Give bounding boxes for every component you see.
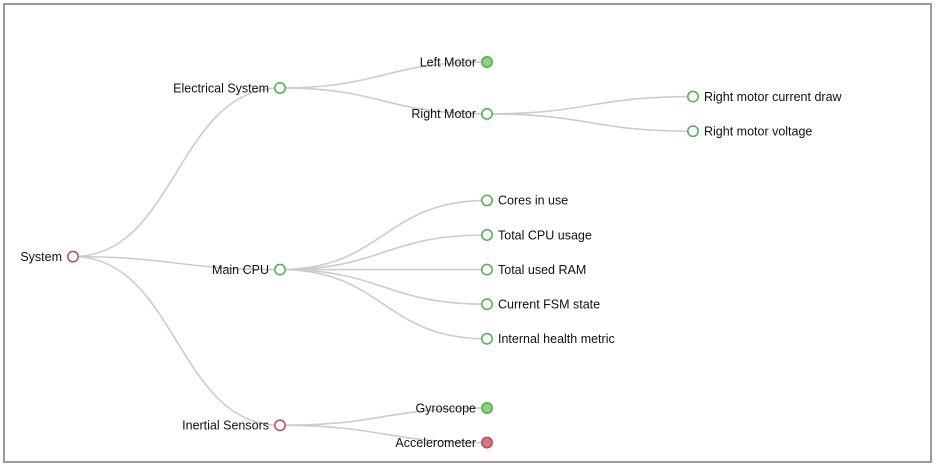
tree-links [72, 61, 694, 444]
tree-link-cores-in-use [279, 199, 488, 271]
tree-link-accelerometer [279, 424, 488, 444]
tree-node-right-motor[interactable]: Right Motor [411, 107, 493, 121]
tree-link-right-motor [279, 87, 488, 115]
tree-node-label: Right motor voltage [704, 125, 812, 139]
tree-node-gyroscope[interactable]: Gyroscope [416, 401, 493, 415]
tree-link-inertial-sensors [72, 255, 281, 427]
tree-node-label: Inertial Sensors [182, 419, 269, 433]
tree-node-label: Internal health metric [498, 332, 615, 346]
tree-link-gyroscope [279, 407, 488, 427]
ok-status-node-icon[interactable] [481, 263, 493, 276]
tree-link-current-fsm-state [279, 268, 488, 305]
tree-node-main-cpu[interactable]: Main CPU [212, 263, 286, 277]
tree-node-label: System [20, 250, 62, 264]
tree-link-right-motor-current-draw [486, 95, 694, 115]
error-status-node-icon[interactable] [274, 419, 286, 432]
tree-node-system[interactable]: System [20, 250, 79, 264]
ok-status-node-icon[interactable] [687, 90, 699, 103]
ok-status-node-icon[interactable] [274, 82, 286, 94]
tree-node-electrical-system[interactable]: Electrical System [173, 81, 286, 95]
tree-node-internal-health-metric[interactable]: Internal health metric [481, 332, 615, 346]
tree-node-total-used-ram[interactable]: Total used RAM [481, 263, 586, 277]
ok-status-node-icon[interactable] [481, 298, 493, 311]
tree-link-electrical-system [72, 87, 281, 258]
tree-link-internal-health-metric [279, 268, 488, 340]
ok-status-node-icon[interactable] [481, 402, 493, 414]
tree-node-left-motor[interactable]: Left Motor [420, 55, 493, 69]
ok-status-node-icon[interactable] [274, 263, 286, 276]
tree-node-label: Right Motor [411, 107, 476, 121]
ok-status-node-icon[interactable] [481, 194, 493, 207]
tree-link-total-cpu-usage [279, 234, 488, 271]
tree-link-left-motor [279, 61, 488, 89]
tree-node-label: Right motor current draw [704, 90, 843, 104]
tree-node-current-fsm-state[interactable]: Current FSM state [481, 298, 600, 312]
ok-status-node-icon[interactable] [687, 125, 699, 138]
tree-node-label: Cores in use [498, 194, 568, 208]
tree-node-total-cpu-usage[interactable]: Total CPU usage [481, 228, 592, 242]
tree-node-accelerometer[interactable]: Accelerometer [395, 436, 493, 450]
tree-link-right-motor-voltage [486, 113, 694, 132]
tree-node-label: Left Motor [420, 55, 476, 69]
tree-node-inertial-sensors[interactable]: Inertial Sensors [182, 419, 286, 433]
tree-node-label: Accelerometer [395, 436, 476, 450]
tree-link-main-cpu [72, 255, 281, 271]
tree-panel [3, 3, 932, 463]
tree-node-right-motor-voltage[interactable]: Right motor voltage [687, 125, 813, 139]
ok-status-node-icon[interactable] [481, 56, 493, 68]
tree-node-label: Current FSM state [498, 298, 600, 312]
tree-node-label: Gyroscope [416, 401, 476, 415]
tree-node-right-motor-current-draw[interactable]: Right motor current draw [687, 90, 843, 104]
ok-status-node-icon[interactable] [481, 229, 493, 241]
tree-node-cores-in-use[interactable]: Cores in use [481, 194, 568, 208]
ok-status-node-icon[interactable] [481, 107, 493, 120]
ok-status-node-icon[interactable] [481, 332, 493, 345]
tree-node-label: Electrical System [173, 81, 269, 95]
error-status-node-icon[interactable] [67, 250, 79, 263]
tree-node-label: Main CPU [212, 263, 269, 277]
tree-node-label: Total CPU usage [498, 228, 592, 242]
tree-node-label: Total used RAM [498, 263, 586, 277]
error-status-node-icon[interactable] [481, 436, 493, 449]
